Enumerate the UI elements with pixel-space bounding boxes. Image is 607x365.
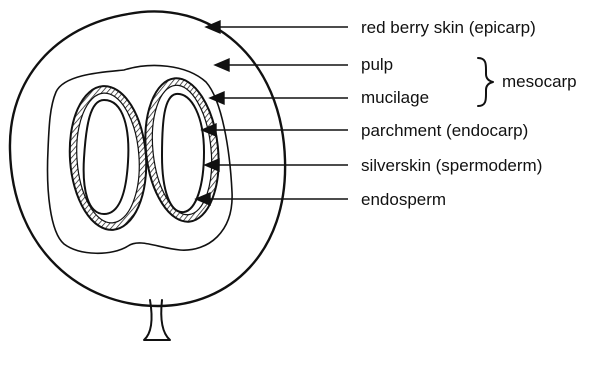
label-endosperm: endosperm — [361, 190, 446, 209]
label-mesocarp: mesocarp — [502, 72, 577, 91]
label-endocarp: parchment (endocarp) — [361, 121, 528, 140]
label-pulp: pulp — [361, 55, 393, 74]
label-spermoderm: silverskin (spermoderm) — [361, 156, 542, 175]
pulp-arrowhead — [215, 59, 229, 71]
leader-lines — [196, 21, 348, 205]
mesocarp-brace — [478, 58, 493, 106]
label-epicarp: red berry skin (epicarp) — [361, 18, 536, 37]
label-mucilage: mucilage — [361, 88, 429, 107]
